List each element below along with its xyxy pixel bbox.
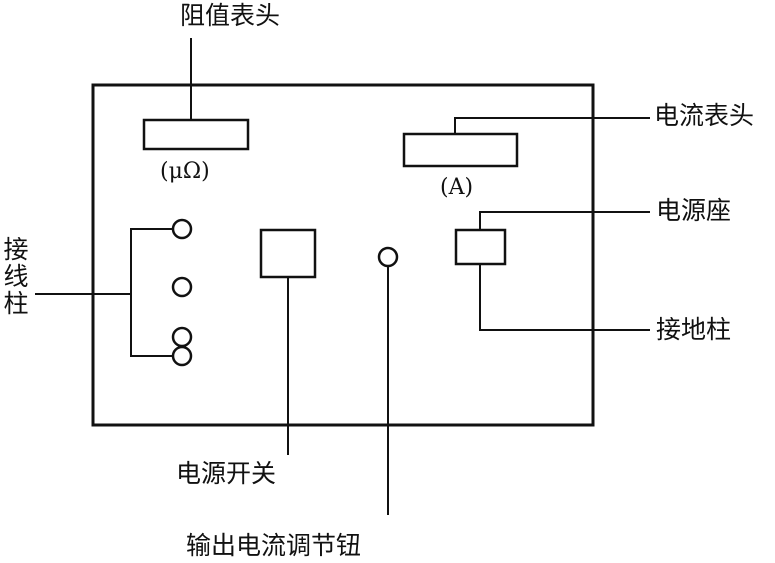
power-socket-label: 电源座 bbox=[656, 196, 732, 225]
terminal-post-1 bbox=[171, 218, 193, 240]
power-switch-label: 电源开关 bbox=[176, 459, 277, 488]
ammeter-label: 电流表头 bbox=[654, 101, 755, 130]
output-knob-label: 输出电流调节钮 bbox=[186, 531, 362, 560]
ammeter-display bbox=[402, 132, 519, 168]
ohm-meter-display bbox=[142, 118, 250, 151]
terminal-post-3 bbox=[171, 326, 193, 348]
output-knob bbox=[377, 246, 399, 268]
terminal-post-2 bbox=[171, 276, 193, 298]
panel-frame bbox=[91, 83, 595, 427]
power-switch bbox=[259, 228, 317, 279]
ohm-unit-label: (μΩ) bbox=[160, 159, 210, 184]
ohm-meter-label: 阻值表头 bbox=[180, 1, 281, 30]
power-socket-leader bbox=[479, 211, 650, 230]
terminal-posts-label: 接线柱 bbox=[0, 236, 29, 317]
ammeter-leader bbox=[454, 117, 650, 134]
terminal-post-4 bbox=[171, 345, 193, 367]
ground-post-label: 接地柱 bbox=[656, 315, 732, 344]
ground-post-leader bbox=[479, 264, 650, 331]
ammeter-unit-label: (A) bbox=[440, 175, 474, 200]
terminal-bracket bbox=[130, 228, 173, 357]
power-socket bbox=[454, 228, 507, 266]
